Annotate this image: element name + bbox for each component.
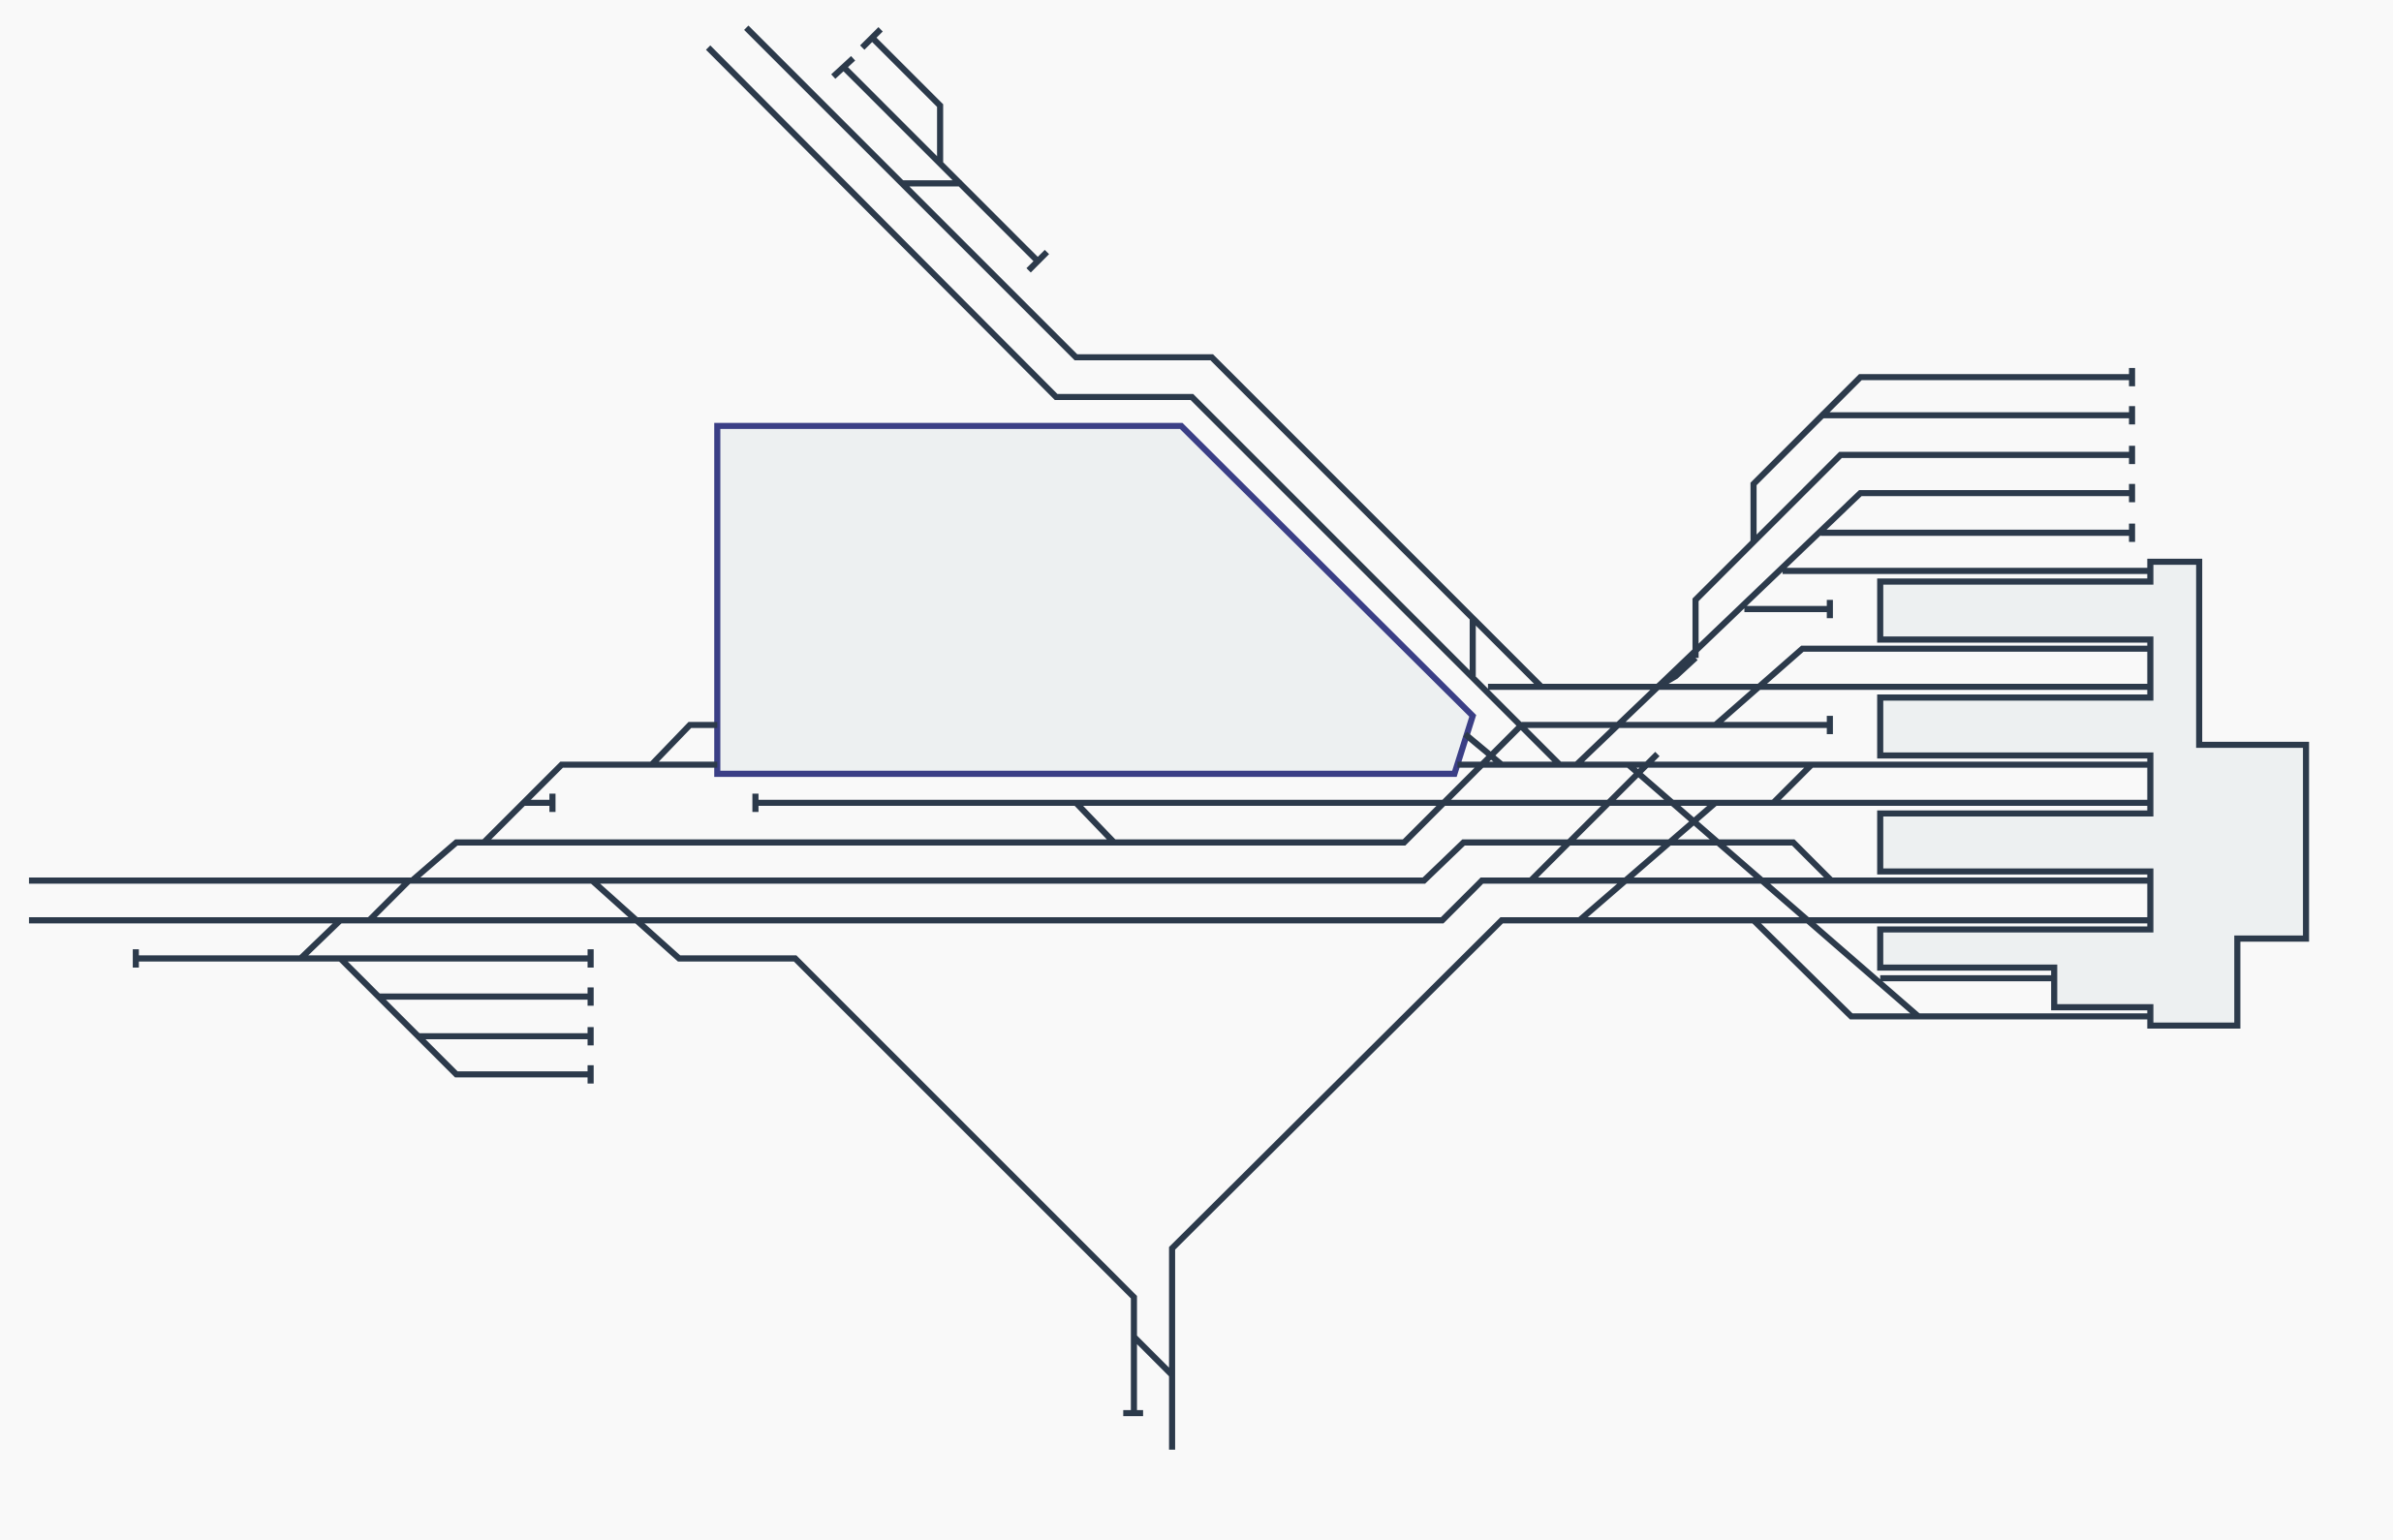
- track-lines: [28, 25, 2151, 1450]
- terminal-platforms: [1877, 558, 2310, 1030]
- depot-building: [714, 422, 1476, 778]
- buffer-stops: [133, 26, 2135, 1084]
